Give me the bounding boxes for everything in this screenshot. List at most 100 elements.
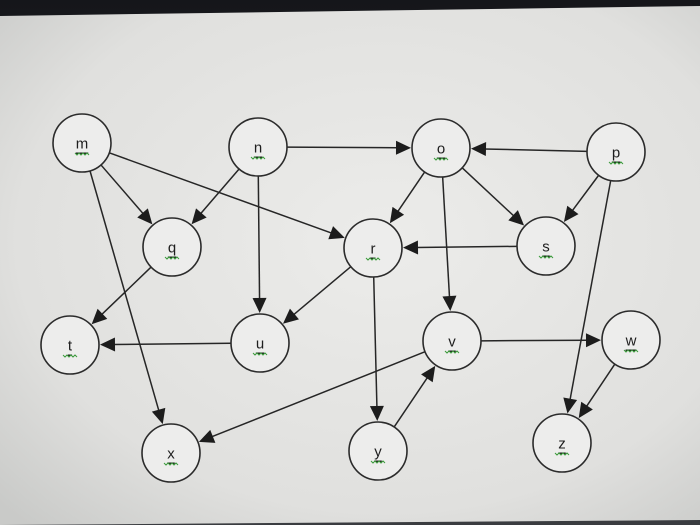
edge-line (396, 171, 426, 213)
edge-line (286, 146, 399, 149)
edge-line (112, 342, 232, 346)
edge-line (569, 180, 612, 401)
edge-m-x (89, 170, 166, 425)
node-label: y (374, 444, 382, 461)
spellcheck-squiggle (62, 354, 78, 358)
node-label: v (448, 334, 456, 351)
node-label: x (167, 446, 175, 463)
node-circle (228, 117, 288, 177)
node-w: w (601, 310, 661, 370)
edge-line (393, 376, 429, 428)
edge-line (210, 351, 426, 438)
edge-layer (89, 140, 616, 443)
node-label: z (558, 436, 566, 453)
node-s: s (516, 216, 576, 276)
spellcheck-squiggle (554, 452, 570, 456)
edge-o-s (461, 167, 525, 226)
node-circle (230, 313, 290, 373)
spellcheck-squiggle (608, 161, 624, 165)
arrowhead (395, 140, 412, 155)
arrowhead (578, 401, 593, 419)
spellcheck-squiggle (163, 462, 179, 466)
node-r: r (343, 218, 403, 278)
edge-line (89, 170, 160, 412)
edge-u-t (99, 337, 232, 352)
node-label: n (254, 140, 262, 157)
node-label: s (542, 239, 550, 256)
node-label: m (76, 136, 89, 153)
edge-m-r (109, 152, 345, 240)
spellcheck-squiggle (252, 352, 268, 356)
arrowhead (563, 205, 579, 222)
node-m: m (52, 113, 112, 173)
node-circle (532, 413, 592, 473)
node-p: p (586, 122, 646, 182)
edge-p-s (563, 174, 600, 222)
spellcheck-squiggle (74, 152, 90, 156)
node-t: t (40, 315, 100, 375)
edge-line (415, 245, 518, 249)
edge-m-q (100, 164, 153, 225)
arrowhead (585, 333, 602, 348)
edge-o-r (389, 171, 426, 224)
arrowhead (151, 407, 166, 425)
edge-s-r (402, 240, 518, 255)
arrowhead (563, 397, 578, 414)
edge-line (199, 168, 240, 215)
node-z: z (532, 413, 592, 473)
spellcheck-squiggle (433, 157, 449, 161)
node-circle (516, 216, 576, 276)
spellcheck-squiggle (623, 349, 639, 353)
arrowhead (252, 297, 267, 314)
arrowhead (282, 308, 299, 324)
node-label: u (256, 336, 264, 353)
node-circle (52, 113, 112, 173)
node-label: p (612, 145, 620, 162)
node-label: r (371, 241, 376, 258)
arrowhead (442, 295, 457, 312)
edge-n-q (191, 168, 240, 225)
node-o: o (411, 118, 471, 178)
edge-v-w (480, 333, 602, 348)
spellcheck-squiggle (365, 257, 381, 261)
node-circle (422, 311, 482, 371)
spellcheck-squiggle (370, 460, 386, 464)
edge-line (441, 176, 451, 299)
node-label: o (437, 141, 445, 158)
arrowhead (328, 226, 345, 240)
arrowhead (369, 405, 384, 422)
edge-n-u (252, 175, 267, 314)
edge-line (109, 152, 333, 235)
arrowhead (508, 210, 525, 226)
edge-v-x (198, 351, 426, 443)
edge-line (257, 175, 261, 301)
edge-line (571, 174, 600, 212)
arrowhead (137, 208, 153, 225)
edge-line (483, 148, 588, 153)
spellcheck-squiggle (250, 156, 266, 160)
arrowhead (91, 308, 108, 325)
spellcheck-squiggle (444, 350, 460, 354)
node-y: y (348, 421, 408, 481)
node-label: w (625, 333, 637, 350)
edge-line (480, 339, 589, 342)
node-circle (141, 423, 201, 483)
node-v: v (422, 311, 482, 371)
edge-y-v (393, 365, 436, 428)
node-n: n (228, 117, 288, 177)
edge-line (100, 164, 145, 215)
edge-q-t (91, 266, 152, 325)
edge-p-z (563, 180, 612, 414)
node-label: t (68, 338, 73, 355)
edge-line (372, 276, 378, 409)
node-circle (343, 218, 403, 278)
node-circle (586, 122, 646, 182)
arrowhead (402, 240, 419, 255)
edge-o-v (441, 176, 457, 312)
edge-n-o (286, 140, 412, 155)
arrowhead (421, 365, 436, 383)
edge-line (292, 266, 352, 316)
node-circle (348, 421, 408, 481)
